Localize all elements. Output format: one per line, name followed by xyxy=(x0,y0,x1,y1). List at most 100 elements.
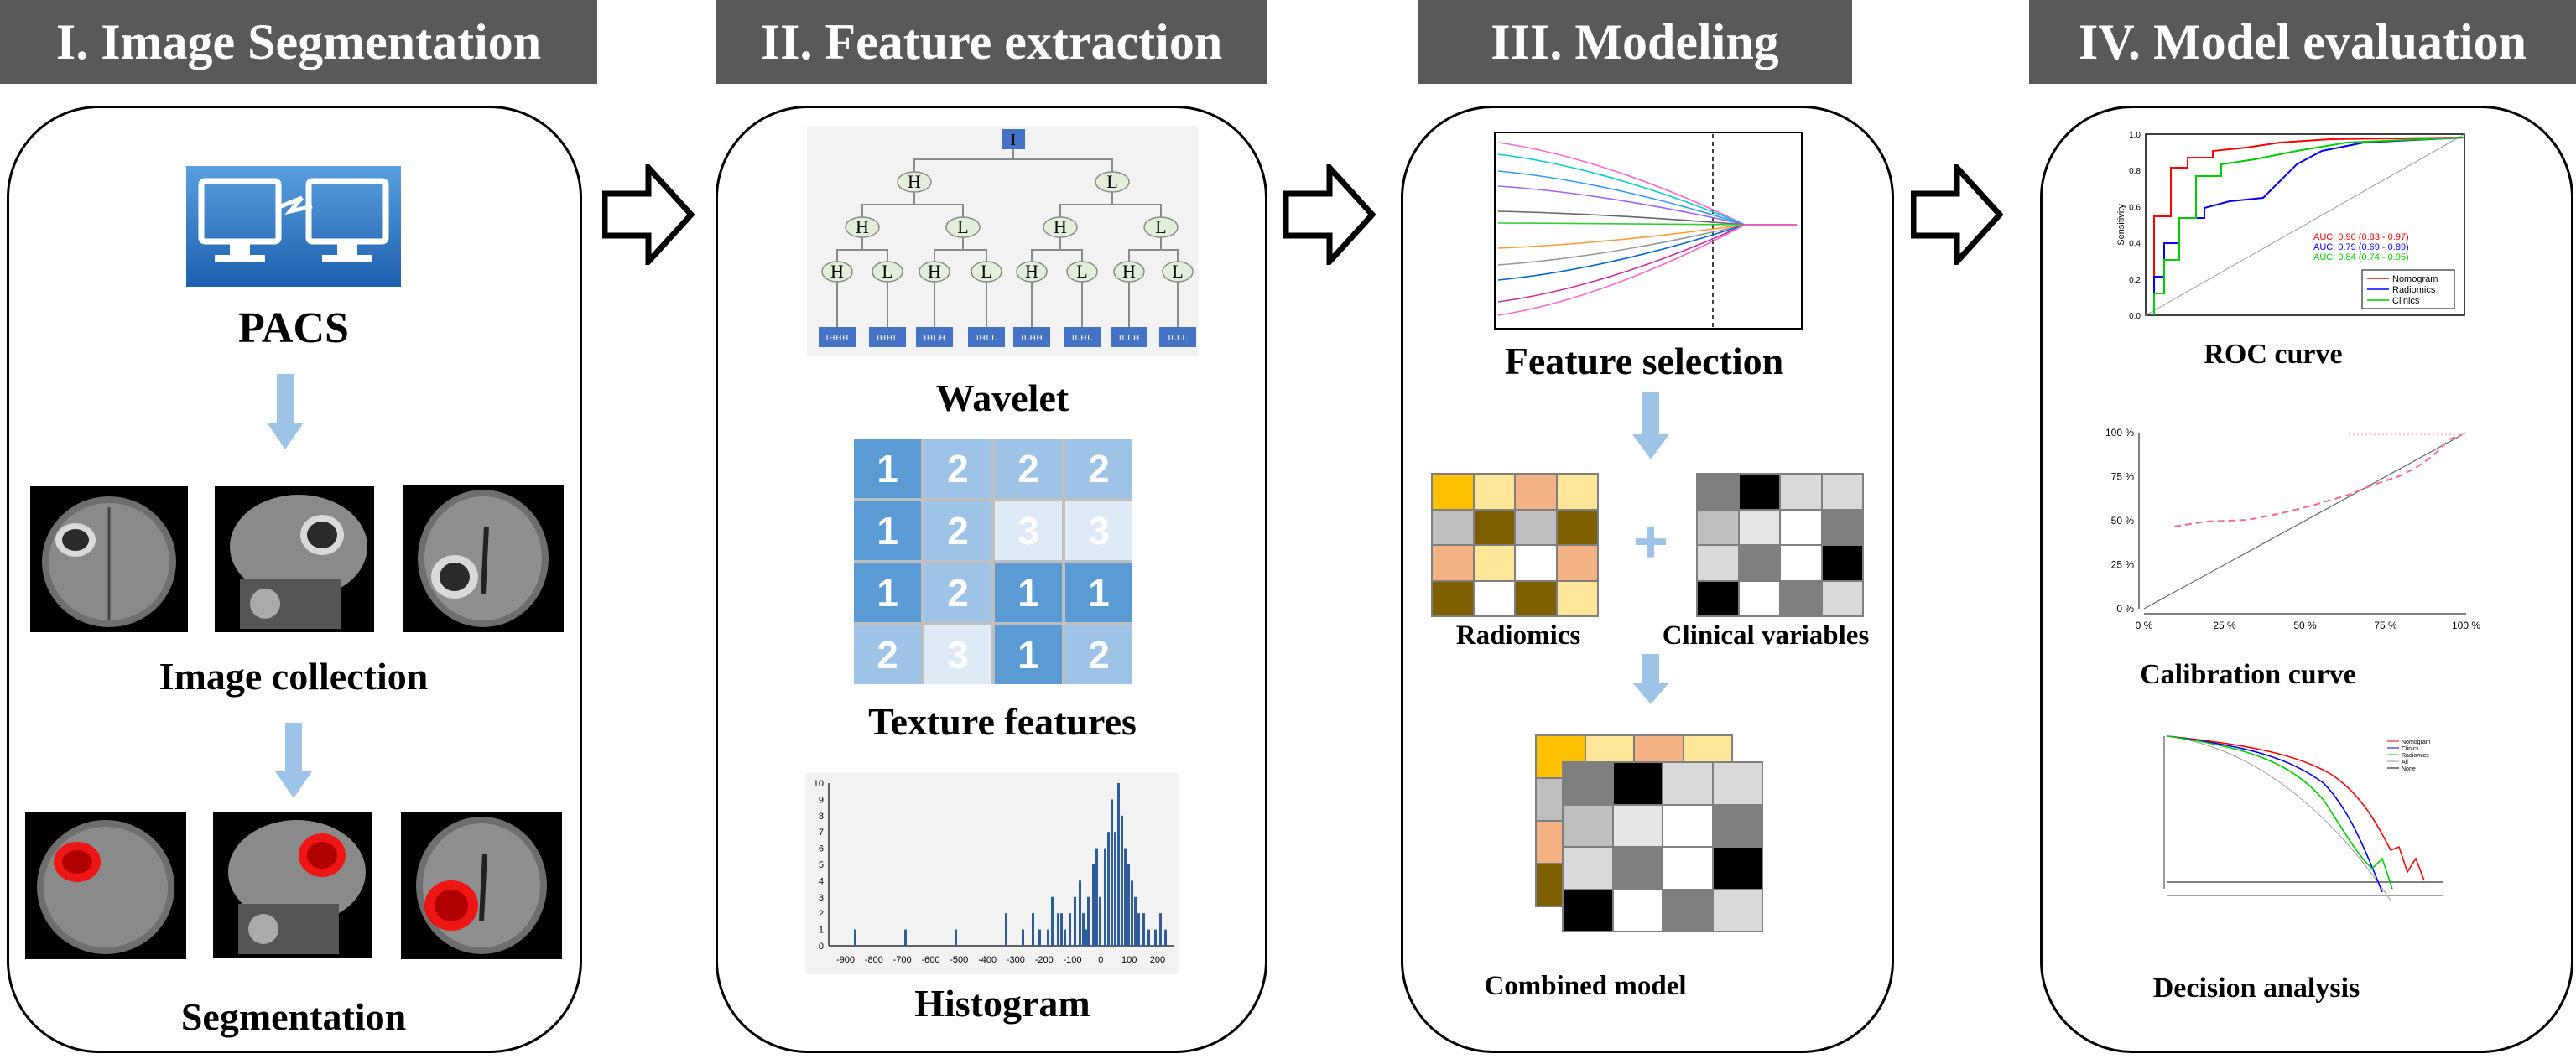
wavelet-node: L xyxy=(981,261,991,282)
histogram-bar xyxy=(1131,880,1133,946)
texture-cell: 3 xyxy=(1065,501,1132,560)
wavelet-root: I xyxy=(1011,131,1017,149)
clinical-cell xyxy=(1781,475,1821,509)
flow-arrow-icon xyxy=(1911,164,2003,265)
combined-cell xyxy=(1713,890,1762,931)
roc-curve xyxy=(2153,137,2465,315)
histogram-bar xyxy=(1147,929,1150,946)
texture-cell: 2 xyxy=(854,625,921,684)
radiomics-cell xyxy=(1474,546,1514,580)
clinical-cell xyxy=(1822,475,1862,509)
texture-cell: 2 xyxy=(924,563,991,622)
histogram-bar xyxy=(955,929,957,946)
combined-cell xyxy=(1713,805,1762,846)
flow-arrow-icon xyxy=(602,164,695,265)
histogram-y-tick: 7 xyxy=(819,828,824,838)
radiomics-cell xyxy=(1557,546,1597,580)
roc-auc-text: AUC: 0.79 (0.69 - 0.89) xyxy=(2313,242,2409,252)
radiomics-heatmap xyxy=(1431,473,1599,617)
histogram-bar xyxy=(1159,913,1162,946)
clinical-cell xyxy=(1698,510,1738,544)
clinical-variables-label: Clinical variables xyxy=(1662,620,1870,651)
radiomics-cell xyxy=(1433,475,1473,509)
histogram-bar xyxy=(1121,815,1123,946)
lasso-path xyxy=(1497,224,1797,303)
histogram-chart: 012345678910-900-800-700-600-500-400-300… xyxy=(805,773,1179,974)
calibration-x-tick: 25 % xyxy=(2213,620,2236,631)
lasso-path xyxy=(1497,224,1797,249)
histogram-bar xyxy=(1022,929,1024,946)
wavelet-node: H xyxy=(1025,261,1038,282)
histogram-bar xyxy=(1051,896,1054,946)
histogram-bar xyxy=(1085,929,1088,946)
combined-cell xyxy=(1564,805,1612,846)
header-text: II. Feature extraction xyxy=(760,13,1223,70)
combined-cell xyxy=(1613,805,1662,846)
radiomics-cell xyxy=(1474,581,1514,615)
combined-cell xyxy=(1613,890,1662,931)
clinical-cell xyxy=(1739,581,1779,615)
decision-analysis-label: Decision analysis xyxy=(2152,973,2360,1004)
header-feature-extraction: II. Feature extraction xyxy=(716,0,1267,84)
radiomics-cell xyxy=(1557,510,1597,544)
radiomics-label: Radiomics xyxy=(1455,620,1581,651)
dca-curve xyxy=(2167,735,2383,893)
clinical-cell xyxy=(1781,510,1821,544)
plus-icon: + xyxy=(1632,508,1669,575)
wavelet-leaf: IHHH xyxy=(825,333,849,343)
wavelet-leaf: IHHL xyxy=(877,333,899,343)
histogram-bar xyxy=(1060,913,1063,946)
dca-curve xyxy=(2167,735,2425,881)
texture-cell: 2 xyxy=(924,439,991,498)
lasso-frame xyxy=(1494,132,1803,330)
wavelet-node: H xyxy=(856,216,869,237)
combined-cell xyxy=(1564,848,1612,889)
roc-auc-text: AUC: 0.84 (0.74 - 0.95) xyxy=(2313,252,2409,262)
combined-model-label: Combined model xyxy=(1484,971,1687,1001)
histogram-bar xyxy=(1038,929,1041,946)
histogram-bar xyxy=(1005,913,1007,946)
radiomics-cell xyxy=(1516,475,1556,509)
wavelet-node: L xyxy=(1172,261,1183,282)
header-modeling: III. Modeling xyxy=(1418,0,1852,84)
histogram-bar xyxy=(1079,880,1081,946)
histogram-label: Histogram xyxy=(914,982,1090,1025)
combined-cell xyxy=(1663,805,1712,846)
dca-legend-text: None xyxy=(2402,766,2416,772)
clinical-cell xyxy=(1822,581,1862,615)
clinical-cell xyxy=(1698,546,1738,580)
lasso-path xyxy=(1497,185,1797,226)
histogram-y-tick: 3 xyxy=(819,893,824,903)
pacs-label: PACS xyxy=(238,304,349,352)
header-image-segmentation: I. Image Segmentation xyxy=(0,0,597,84)
radiomics-cell xyxy=(1516,581,1556,615)
wavelet-node: L xyxy=(1155,216,1166,237)
histogram-x-tick: -600 xyxy=(921,955,939,965)
lasso-path xyxy=(1497,142,1797,226)
combined-cell xyxy=(1663,890,1712,931)
calibration-curve xyxy=(2173,433,2464,527)
histogram-x-tick: -900 xyxy=(836,955,855,965)
combined-cell xyxy=(1713,848,1762,889)
calibration-y-tick: 100 % xyxy=(2105,427,2134,439)
histogram-y-tick: 4 xyxy=(819,876,824,886)
histogram-bar xyxy=(1104,848,1106,946)
segmented-mri-image xyxy=(213,812,372,958)
header-text: III. Modeling xyxy=(1491,13,1779,70)
dca-curve xyxy=(2167,735,2393,890)
histogram-bar xyxy=(1127,864,1130,946)
histogram-bar xyxy=(1134,896,1137,946)
texture-cell: 1 xyxy=(854,439,921,498)
dca-legend-text: Nomogram xyxy=(2402,740,2431,745)
histogram-x-tick: 100 xyxy=(1121,955,1137,965)
radiomics-cell xyxy=(1433,581,1473,615)
calibration-y-tick: 25 % xyxy=(2111,559,2135,571)
texture-cell: 2 xyxy=(924,501,991,560)
histogram-bar xyxy=(1092,864,1095,946)
histogram-bar xyxy=(1107,832,1110,946)
header-text: IV. Model evaluation xyxy=(2079,13,2527,70)
flow-arrow-icon xyxy=(1283,164,1376,265)
clinical-heatmap xyxy=(1696,473,1864,617)
mri-brain-image xyxy=(403,485,564,632)
